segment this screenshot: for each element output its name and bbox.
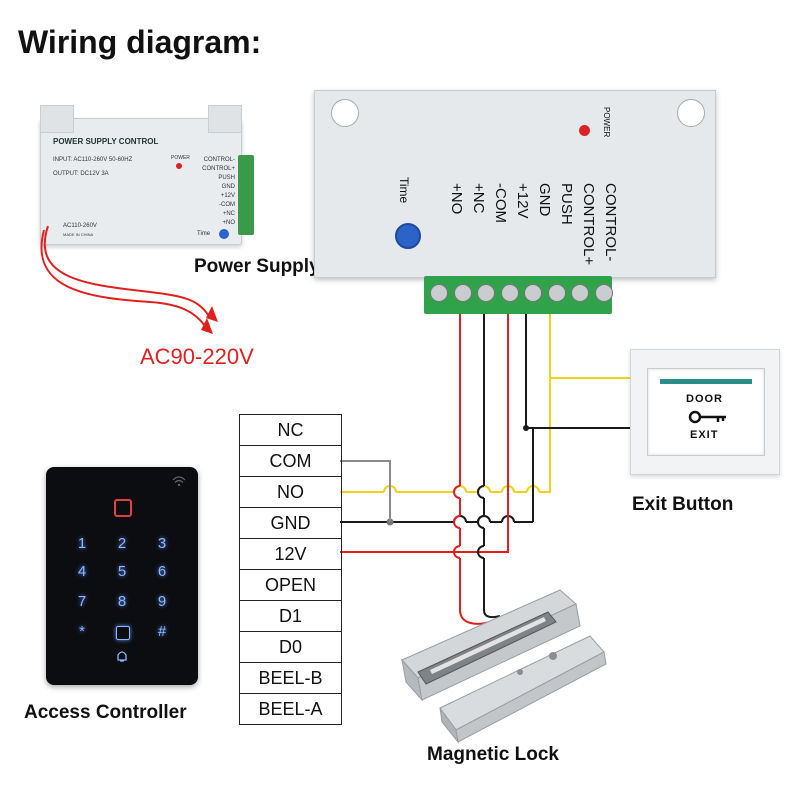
pin-row: BEEL-A bbox=[240, 694, 341, 725]
keypad-key[interactable]: 3 bbox=[157, 535, 167, 552]
power-supply-terminal-label: PUSH bbox=[218, 175, 235, 181]
power-led-icon bbox=[176, 163, 182, 169]
wire-com-gray bbox=[340, 460, 391, 522]
exit-button-door-label: DOOR bbox=[686, 393, 723, 405]
power-supply-terminal-label: GND bbox=[221, 184, 235, 190]
pin-row: 12V bbox=[240, 539, 341, 570]
power-supply-caption: Power Supply bbox=[194, 256, 320, 277]
bell-icon bbox=[117, 651, 127, 662]
wire-12v-red bbox=[340, 314, 509, 553]
mounting-ear-left bbox=[40, 105, 74, 133]
pin-row: BEEL-B bbox=[240, 663, 341, 694]
power-supply-ac-marking: AC110-260V bbox=[63, 223, 97, 229]
pin-row: GND bbox=[240, 508, 341, 539]
pin-row: COM bbox=[240, 446, 341, 477]
keypad-key-zero[interactable] bbox=[116, 626, 130, 640]
terminal-screw bbox=[547, 284, 566, 302]
keypad-key[interactable]: 5 bbox=[117, 563, 127, 580]
power-supply-input-rating: INPUT: AC110-260V 50-60HZ bbox=[53, 157, 133, 163]
exit-button-plate: DOOR EXIT bbox=[630, 349, 780, 475]
wire-no-yellow bbox=[340, 378, 551, 493]
keypad-key[interactable]: 9 bbox=[157, 593, 167, 610]
terminal-screw bbox=[430, 284, 448, 302]
exit-button-face: DOOR EXIT bbox=[647, 368, 765, 456]
mounting-ear-right bbox=[208, 105, 242, 133]
ac-input-label: AC90-220V bbox=[140, 344, 254, 369]
mounting-hole-left bbox=[331, 99, 359, 127]
power-supply-power-label: POWER bbox=[171, 155, 190, 161]
exit-button-stripe bbox=[660, 379, 752, 384]
screw-terminal-block bbox=[424, 276, 613, 314]
power-supply-time-label: Time bbox=[197, 231, 211, 237]
pin-row: D0 bbox=[240, 632, 341, 663]
power-led-icon bbox=[579, 125, 590, 136]
pin-row: NO bbox=[240, 477, 341, 508]
keypad-key[interactable]: # bbox=[157, 623, 167, 640]
keypad-key[interactable]: 1 bbox=[77, 535, 87, 552]
power-supply-panel-title: POWER SUPPLY CONTROL bbox=[53, 137, 159, 146]
power-supply-terminal-label: +NC bbox=[222, 211, 235, 217]
power-supply-output-rating: OUTPUT: DC12V 3A bbox=[53, 171, 109, 177]
terminal-screw bbox=[453, 284, 472, 302]
time-knob-icon bbox=[219, 229, 229, 239]
access-controller-caption: Access Controller bbox=[24, 702, 187, 723]
keypad-key[interactable]: 2 bbox=[117, 535, 127, 552]
power-supply-terminal-label: CONTROL+ bbox=[202, 166, 235, 172]
pin-row: NC bbox=[240, 415, 341, 446]
power-supply-terminal-label: +NO bbox=[222, 220, 235, 226]
page-title: Wiring diagram: bbox=[18, 24, 262, 60]
power-supply-unit: POWER SUPPLY CONTROL INPUT: AC110-260V 5… bbox=[40, 105, 242, 245]
pin-row: D1 bbox=[240, 601, 341, 632]
keypad-key[interactable]: 4 bbox=[77, 563, 87, 580]
pin-row: OPEN bbox=[240, 570, 341, 601]
terminal-screw bbox=[500, 284, 519, 302]
wifi-icon bbox=[172, 476, 186, 487]
power-supply-made-in: MADE IN CHINA bbox=[63, 232, 94, 237]
card-reader-icon bbox=[114, 499, 132, 517]
terminal-screw bbox=[477, 284, 495, 302]
terminal-screw bbox=[524, 284, 542, 302]
exit-button-exit-label: EXIT bbox=[690, 429, 719, 441]
key-icon bbox=[688, 410, 726, 424]
power-supply-terminal-strip bbox=[238, 155, 254, 235]
terminal-screw bbox=[571, 284, 589, 302]
access-controller-keypad: 1 2 3 4 5 6 7 8 9 * # bbox=[46, 467, 198, 685]
keypad-key[interactable]: 8 bbox=[117, 593, 127, 610]
terminal-screw bbox=[594, 284, 613, 302]
power-supply-terminal-label: -COM bbox=[219, 202, 235, 208]
keypad-key[interactable]: * bbox=[79, 623, 85, 640]
power-supply-terminal-label: CONTROL- bbox=[203, 157, 235, 163]
mounting-hole-right bbox=[677, 99, 705, 127]
keypad-key[interactable]: 6 bbox=[157, 563, 167, 580]
exit-button-caption: Exit Button bbox=[632, 494, 734, 515]
power-supply-terminal-label: +12V bbox=[220, 193, 235, 199]
keypad-key[interactable]: 7 bbox=[77, 593, 87, 610]
magnetic-lock-caption: Magnetic Lock bbox=[427, 744, 559, 765]
time-knob-icon bbox=[395, 223, 421, 249]
